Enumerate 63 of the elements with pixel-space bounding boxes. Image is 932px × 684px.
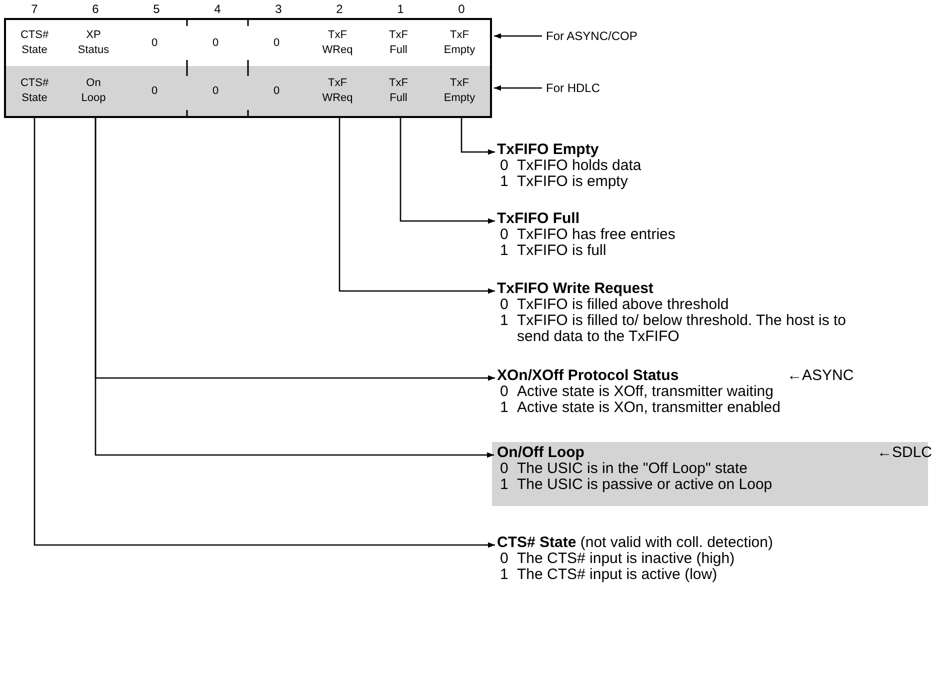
value-description: The USIC is in the "Off Loop" state	[517, 461, 748, 477]
field-title: CTS# State (not valid with coll. detection)	[497, 535, 773, 551]
arrow	[460, 118, 495, 155]
register-cell: TxF Full	[368, 18, 431, 68]
bit-value: 1	[499, 400, 510, 416]
value-description: TxFIFO is filled above threshold	[517, 297, 730, 313]
value-description: The CTS# input is active (low)	[517, 567, 718, 583]
bit-value: 0	[499, 384, 510, 400]
bit-value: 1	[499, 313, 510, 331]
bit-number: 5	[152, 2, 161, 16]
value-description: TxFIFO is filled to/ below threshold. The host is to send data to the TxFIFO	[517, 313, 847, 345]
value-description: TxFIFO holds data	[517, 158, 642, 174]
arrow	[338, 118, 495, 294]
register-cell: XP Status	[63, 18, 126, 68]
bit-number: 1	[396, 2, 405, 16]
register-cell: CTS# State	[4, 18, 65, 68]
field-title: On/Off Loop	[497, 445, 584, 461]
register-cell: TxF Empty	[429, 18, 492, 68]
value-description: The USIC is passive or active on Loop	[517, 477, 774, 493]
field-title: TxFIFO Write Request	[497, 281, 654, 297]
register-cell: TxF WReq	[307, 66, 370, 118]
register-cell: On Loop	[63, 66, 126, 118]
register-cell: 0	[124, 66, 187, 118]
mode-label: For HDLC	[546, 78, 600, 98]
mode-note: ←ASYNC	[787, 368, 854, 384]
bit-value: 0	[499, 158, 510, 174]
value-description: Active state is XOn, transmitter enabled	[517, 400, 782, 416]
arrow	[400, 118, 495, 224]
register-cell: 0	[185, 66, 248, 118]
bit-number: 3	[274, 2, 283, 16]
bit-value: 0	[499, 551, 510, 567]
mode-note: ←SDLC	[877, 445, 932, 461]
register-cell: TxF Full	[368, 66, 431, 118]
bit-number: 4	[213, 2, 222, 16]
bit-value: 1	[499, 567, 510, 583]
value-description: TxFIFO is empty	[517, 174, 629, 190]
arrow	[94, 118, 494, 458]
bit-value: 0	[499, 297, 510, 313]
arrow	[494, 33, 542, 39]
bit-value: 1	[499, 243, 510, 259]
value-description: TxFIFO has free entries	[517, 227, 676, 243]
bit-number: 6	[91, 2, 100, 16]
register-cell: CTS# State	[4, 66, 65, 118]
bit-number: 0	[457, 2, 466, 16]
bit-value: 0	[499, 461, 510, 477]
bit-number: 2	[335, 2, 344, 16]
register-cell: TxF Empty	[429, 66, 492, 118]
mode-label: For ASYNC/COP	[546, 26, 638, 46]
field-title: XOn/XOff Protocol Status	[497, 368, 679, 384]
bit-value: 0	[499, 227, 510, 243]
arrow	[494, 85, 542, 91]
register-cell: TxF WReq	[307, 18, 370, 68]
bit-value: 1	[499, 174, 510, 190]
bit-value: 1	[499, 477, 510, 493]
register-cell: 0	[124, 18, 187, 68]
field-title: TxFIFO Empty	[497, 142, 599, 158]
field-title: TxFIFO Full	[497, 211, 580, 227]
bit-number: 7	[30, 2, 39, 16]
value-description: Active state is XOff, transmitter waiting	[517, 384, 774, 400]
value-description: TxFIFO is full	[517, 243, 608, 259]
register-cell: 0	[246, 66, 309, 118]
value-description: The CTS# input is inactive (high)	[517, 551, 735, 567]
arrow	[34, 118, 495, 548]
